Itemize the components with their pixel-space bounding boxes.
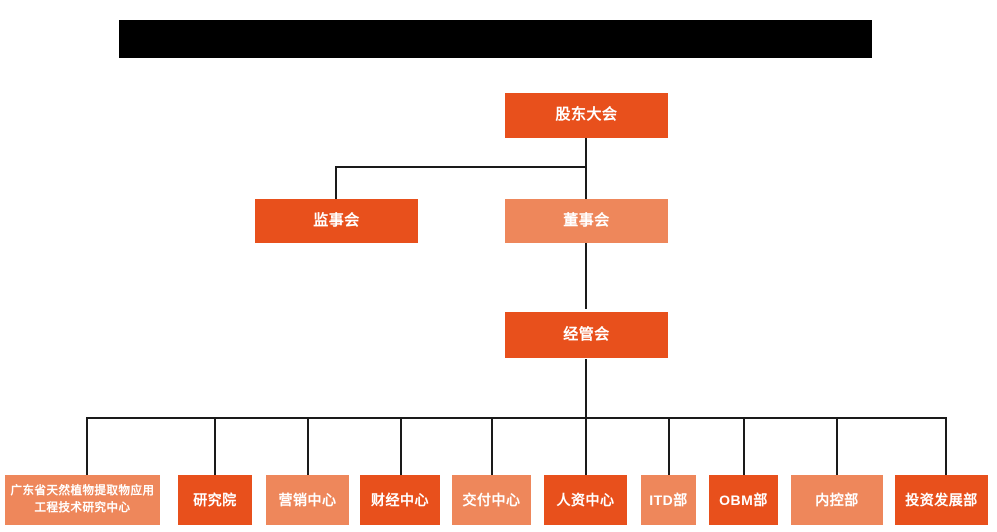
node-label: 人资中心	[556, 491, 615, 508]
node-label: 董事会	[563, 211, 610, 229]
connector-shareholders-down	[585, 138, 587, 167]
connector-management-down	[585, 359, 587, 418]
node-label: 投资发展部	[905, 491, 978, 508]
connector-drop-4	[400, 417, 402, 475]
node-department-finance-center[interactable]: 财经中心	[360, 475, 440, 525]
node-board-of-supervisors[interactable]: 监事会	[255, 199, 418, 243]
connector-drop-3	[307, 417, 309, 475]
connector-directors-down	[585, 166, 587, 199]
node-label: 股东大会	[555, 106, 618, 124]
node-department-investment-development[interactable]: 投资发展部	[895, 475, 988, 525]
node-department-marketing-center[interactable]: 营销中心	[266, 475, 349, 525]
connector-drop-8	[743, 417, 745, 475]
node-label: 营销中心	[278, 491, 337, 508]
node-label: 内控部	[815, 491, 859, 508]
node-label: ITD部	[649, 491, 688, 508]
node-department-internal-control[interactable]: 内控部	[791, 475, 883, 525]
node-department-institute[interactable]: 研究院	[178, 475, 252, 525]
connector-drop-5	[491, 417, 493, 475]
connector-bus-tier2	[335, 166, 587, 168]
node-label: 广东省天然植物提取物应用工程技术研究中心	[10, 484, 155, 514]
node-label: 交付中心	[462, 491, 521, 508]
connector-drop-10	[945, 417, 947, 475]
node-department-research-center[interactable]: 广东省天然植物提取物应用工程技术研究中心	[5, 475, 160, 525]
node-shareholders-meeting[interactable]: 股东大会	[505, 93, 668, 138]
node-board-of-directors[interactable]: 董事会	[505, 199, 668, 243]
connector-supervisors-down	[335, 166, 337, 199]
node-management-committee[interactable]: 经管会	[505, 312, 668, 358]
node-department-hr-center[interactable]: 人资中心	[544, 475, 627, 525]
connector-drop-7	[668, 417, 670, 475]
node-department-obm[interactable]: OBM部	[709, 475, 778, 525]
connector-bus-departments	[86, 417, 946, 419]
node-label: OBM部	[719, 491, 768, 508]
connector-drop-6	[585, 417, 587, 475]
connector-directors-to-management	[585, 243, 587, 309]
node-department-delivery-center[interactable]: 交付中心	[452, 475, 531, 525]
node-label: 监事会	[313, 211, 360, 229]
node-label: 研究院	[193, 491, 237, 508]
node-label: 经管会	[563, 325, 610, 343]
connector-drop-9	[836, 417, 838, 475]
connector-drop-2	[214, 417, 216, 475]
node-label: 财经中心	[371, 491, 429, 508]
redacted-title-bar	[119, 20, 872, 58]
connector-drop-1	[86, 417, 88, 475]
node-department-itd[interactable]: ITD部	[641, 475, 696, 525]
